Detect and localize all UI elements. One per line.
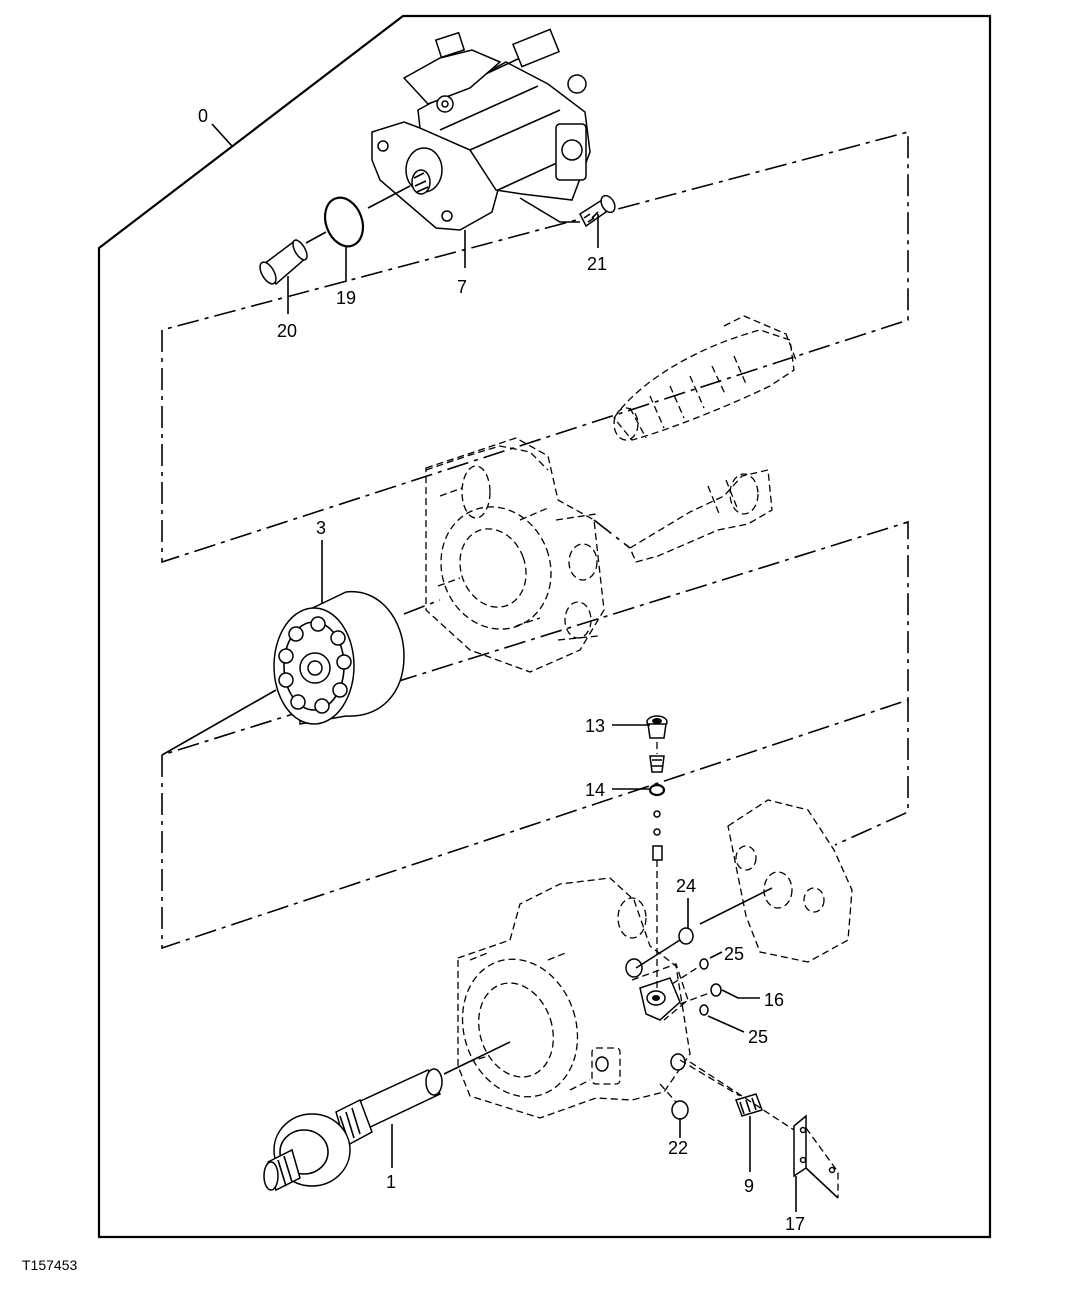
callout-25-lower: 25 <box>748 1027 768 1047</box>
callout-24: 24 <box>676 876 696 896</box>
o-ring-25-upper <box>699 958 709 970</box>
callout-0: 0 <box>198 106 208 126</box>
callout-16: 16 <box>764 990 784 1010</box>
callout-14: 14 <box>585 780 605 800</box>
bushing-20 <box>259 238 308 286</box>
upper-explode-envelope <box>161 130 909 564</box>
valve-stack <box>646 715 668 988</box>
o-ring-25-lower <box>699 1004 709 1016</box>
main-housing-hidden <box>457 877 691 1119</box>
callout-22: 22 <box>668 1138 688 1158</box>
o-ring-19 <box>323 196 365 248</box>
callout-19: 19 <box>336 288 356 308</box>
figure-id: T157453 <box>22 1257 78 1273</box>
plate-17 <box>689 1061 839 1199</box>
callout-7: 7 <box>457 277 467 297</box>
center-housing-hidden <box>425 437 605 673</box>
adapter-link-line <box>834 700 909 846</box>
control-piston-hidden <box>593 469 773 563</box>
callout-17: 17 <box>785 1214 805 1234</box>
callout-3: 3 <box>316 518 326 538</box>
callout-20: 20 <box>277 321 297 341</box>
rotating-group-3 <box>161 591 441 756</box>
callout-1: 1 <box>386 1172 396 1192</box>
plug-24 <box>678 927 694 945</box>
assembly-boundary <box>97 14 992 1239</box>
pump-unit-7 <box>367 28 591 231</box>
callout-13: 13 <box>585 716 605 736</box>
lower-explode-envelope <box>161 520 909 950</box>
screw-21 <box>579 194 616 228</box>
plug-22 <box>671 1100 689 1120</box>
callout-9: 9 <box>744 1176 754 1196</box>
fitting-9 <box>735 1093 763 1117</box>
valve-block <box>595 958 686 1072</box>
adapter-plate-hidden <box>699 799 853 963</box>
ring-16 <box>710 983 722 997</box>
spring-assembly-hidden <box>613 315 797 441</box>
callout-25-upper: 25 <box>724 944 744 964</box>
callout-21: 21 <box>587 254 607 274</box>
drive-shaft-1 <box>263 1041 511 1192</box>
